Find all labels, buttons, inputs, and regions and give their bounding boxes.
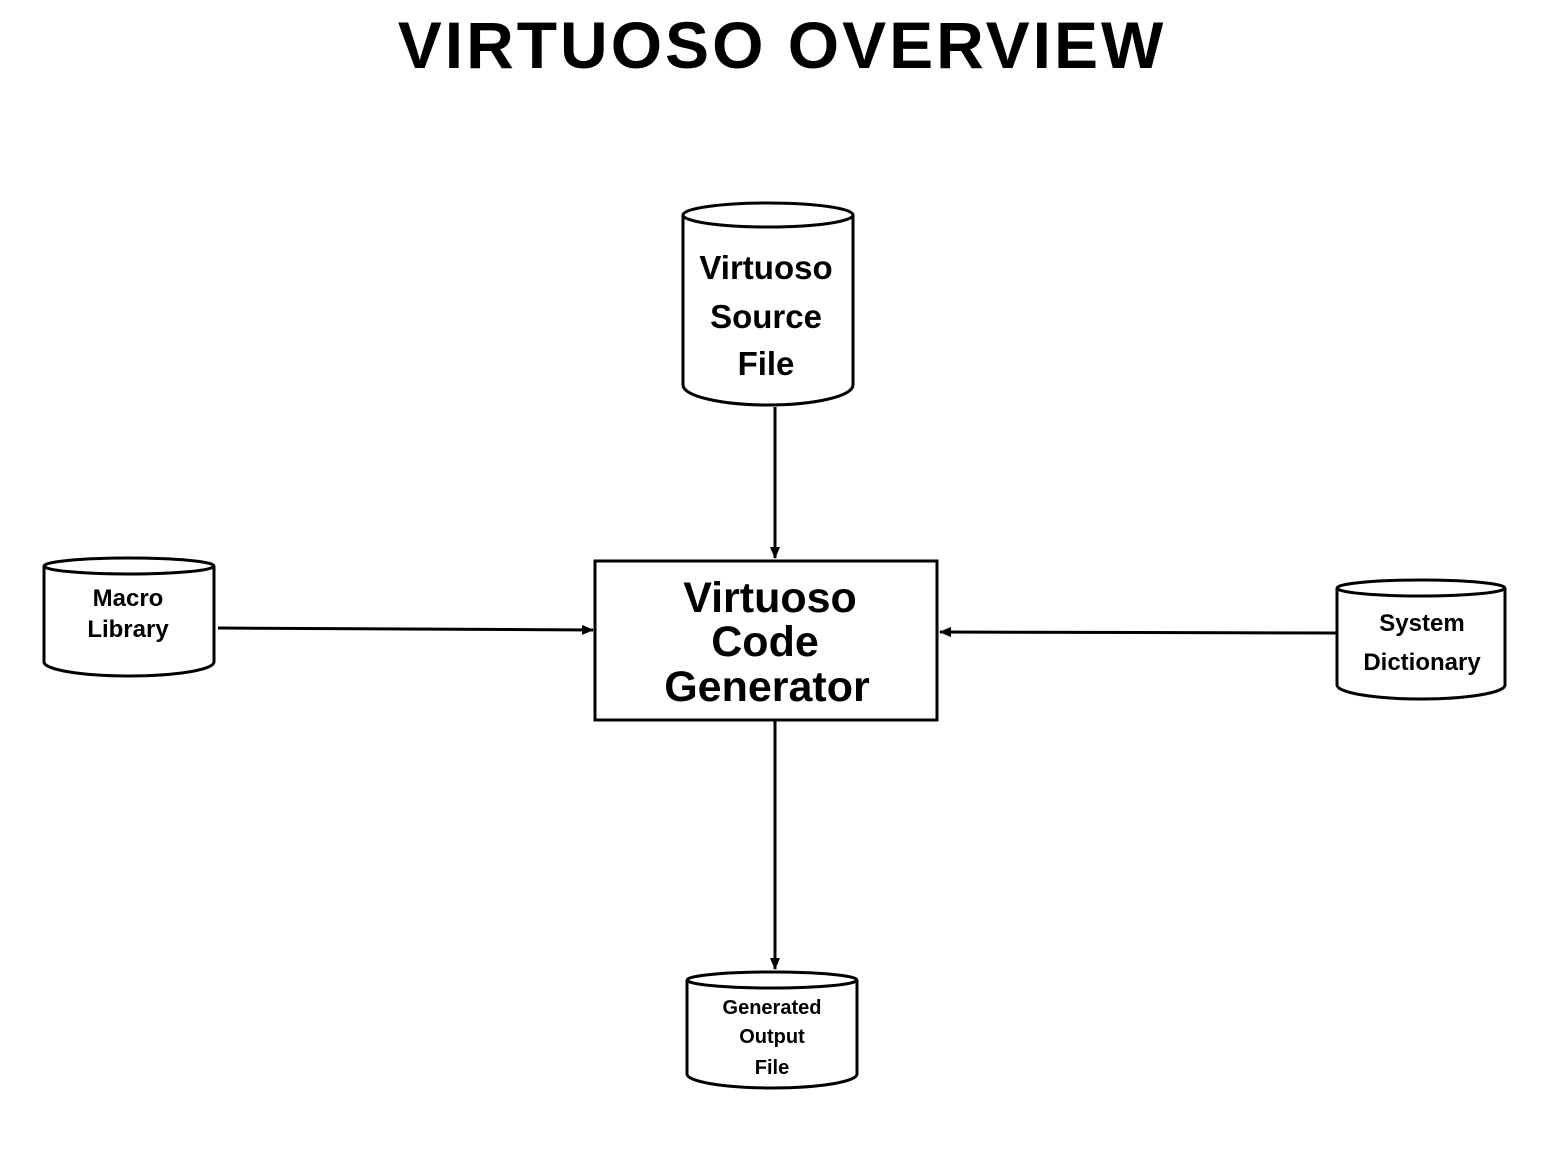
arrow-macro-to-generator — [217, 624, 594, 635]
output-file-label-2: Output — [739, 1026, 805, 1048]
output-file-cylinder: Generated Output File — [685, 970, 859, 1090]
system-dictionary-label-1: System — [1379, 610, 1464, 637]
diagram-title: VIRTUOSO OVERVIEW — [398, 8, 1167, 82]
code-generator-box: Virtuoso Code Generator — [593, 559, 939, 722]
macro-library-label-1: Macro — [93, 585, 164, 612]
arrow-dictionary-to-generator — [939, 627, 1338, 638]
output-file-label-3: File — [755, 1057, 789, 1079]
code-generator-label-3: Generator — [664, 663, 870, 711]
system-dictionary-cylinder: System Dictionary — [1335, 578, 1507, 701]
source-file-cylinder: Virtuoso Source File — [681, 201, 855, 407]
macro-library-label-2: Library — [87, 616, 169, 643]
source-file-label-3: File — [738, 345, 795, 382]
output-file-label-1: Generated — [723, 997, 822, 1019]
source-file-label-2: Source — [710, 298, 822, 335]
source-file-label-1: Virtuoso — [699, 249, 832, 286]
system-dictionary-label-2: Dictionary — [1363, 649, 1481, 676]
code-generator-label-1: Virtuoso — [683, 574, 857, 622]
macro-library-cylinder: Macro Library — [42, 556, 216, 678]
code-generator-label-2: Code — [711, 618, 819, 666]
